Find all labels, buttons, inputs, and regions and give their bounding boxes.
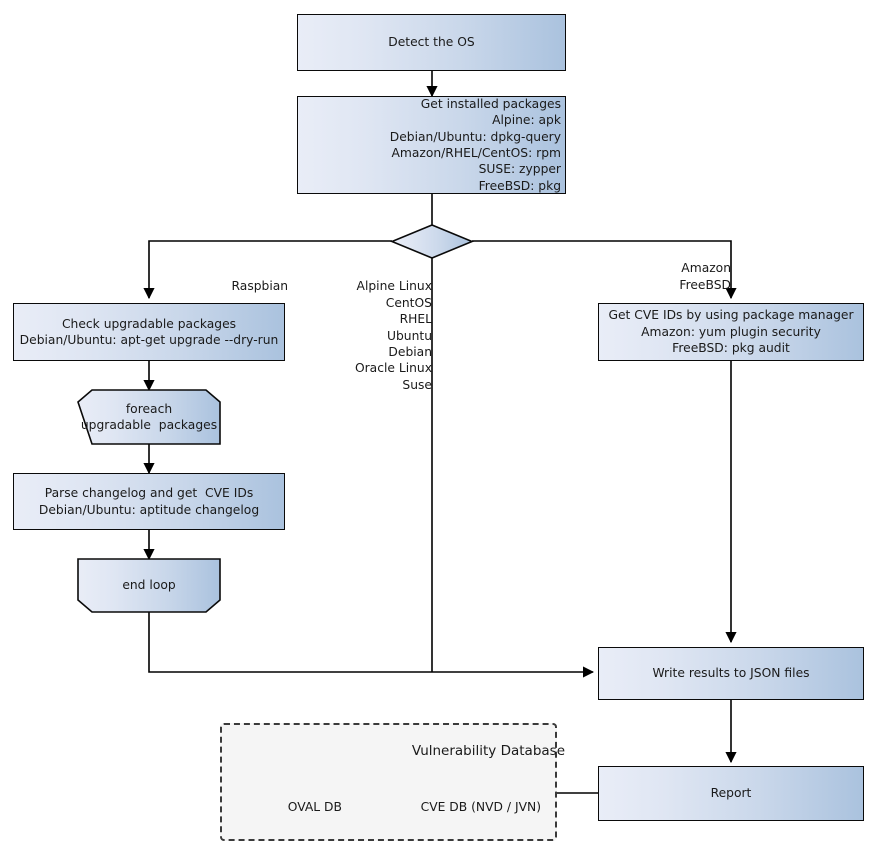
node-report[interactable]: Report (598, 766, 864, 821)
node-get-cve-ids-label: Get CVE IDs by using package manager Ama… (608, 308, 854, 356)
node-detect-the-os-label: Detect the OS (388, 35, 475, 50)
cve-db-label: CVE DB (NVD / JVN) (420, 800, 541, 814)
node-get-cve-ids[interactable]: Get CVE IDs by using package manager Ama… (598, 303, 864, 361)
edge-label-os-list: Alpine Linux CentOS RHEL Ubuntu Debian O… (354, 279, 432, 392)
vulnerability-database-cluster (220, 723, 557, 841)
node-end-loop-label: end loop (122, 578, 176, 593)
node-detect-the-os[interactable]: Detect the OS (297, 14, 566, 71)
node-write-results-to-json-label: Write results to JSON files (652, 666, 810, 681)
node-report-label: Report (710, 786, 752, 801)
edge-endloop-to-write (148, 612, 595, 678)
node-parse-changelog[interactable]: Parse changelog and get CVE IDs Debian/U… (13, 473, 285, 530)
node-check-upgradable-packages-label: Check upgradable packages Debian/Ubuntu:… (19, 316, 279, 347)
node-foreach-loop-label: foreach upgradable packages (80, 401, 218, 432)
node-get-installed-packages-label: Get installed packages Alpine: apk Debia… (389, 96, 561, 193)
node-parse-changelog-label: Parse changelog and get CVE IDs Debian/U… (38, 486, 260, 517)
edge-label-raspbian: Raspbian (231, 279, 289, 294)
node-foreach-loop[interactable]: foreach upgradable packages (78, 390, 220, 444)
node-check-upgradable-packages[interactable]: Check upgradable packages Debian/Ubuntu:… (13, 303, 285, 361)
os-decision-diamond[interactable] (389, 224, 475, 259)
vulnerability-database-title: Vulnerability Database (411, 743, 565, 759)
oval-db-label: OVAL DB (287, 800, 342, 814)
node-write-results-to-json[interactable]: Write results to JSON files (598, 647, 864, 700)
node-get-installed-packages[interactable]: Get installed packages Alpine: apk Debia… (297, 96, 566, 194)
node-end-loop[interactable]: end loop (78, 559, 220, 612)
edge-label-amazon-freebsd: Amazon FreeBSD (679, 261, 731, 292)
